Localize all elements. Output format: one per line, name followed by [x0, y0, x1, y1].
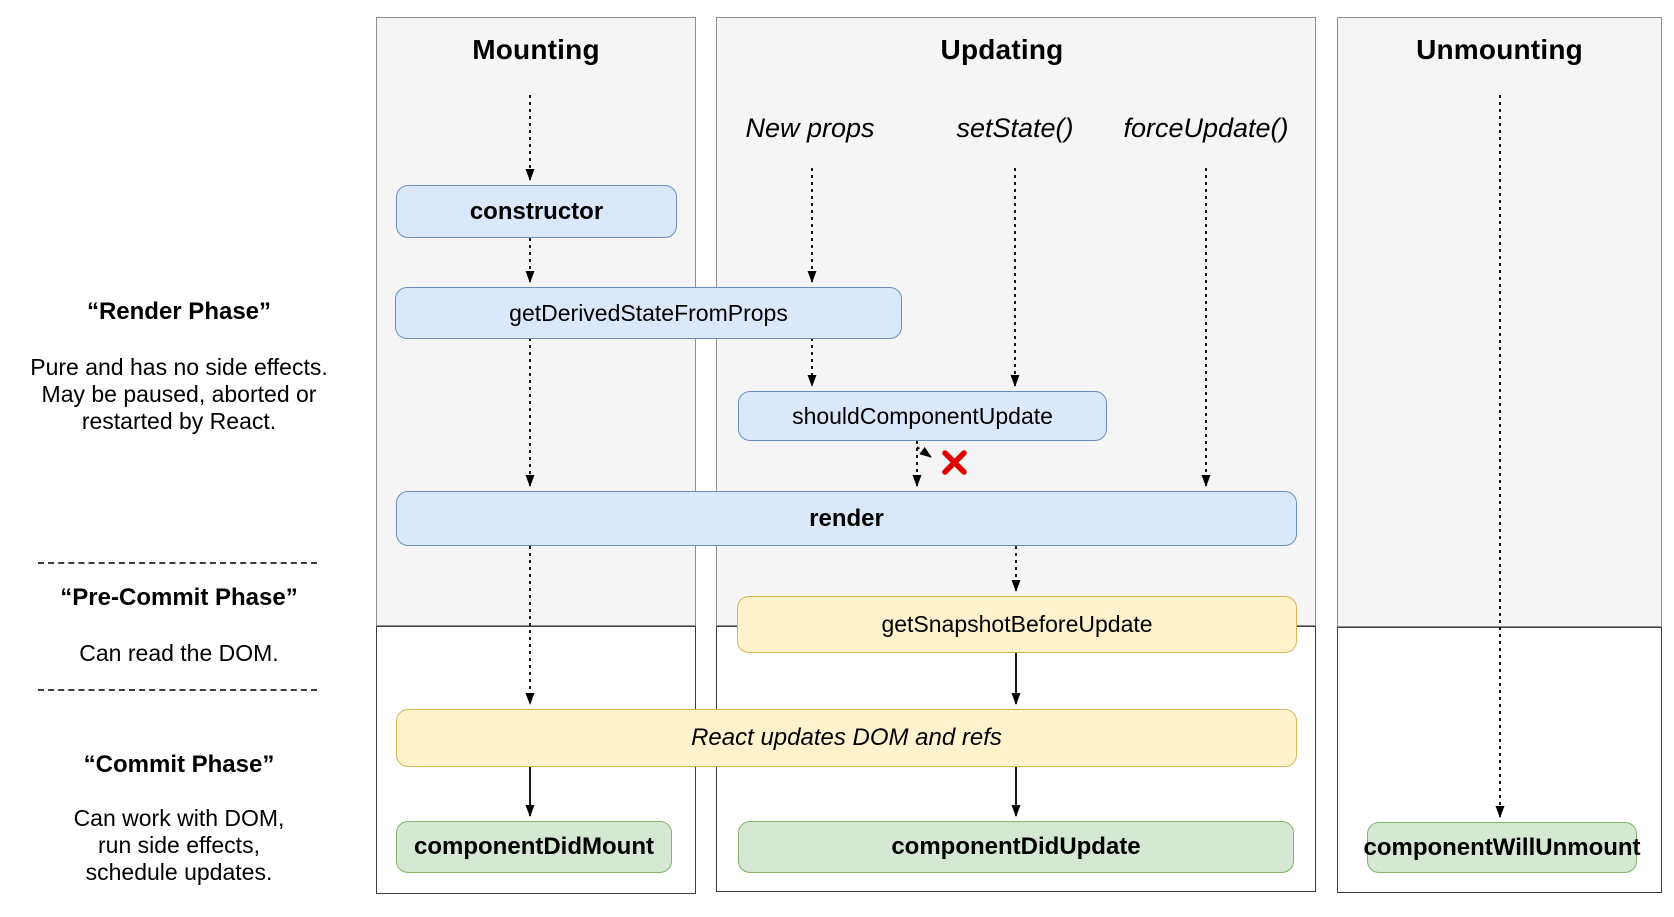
node-cdm-label: componentDidMount [414, 833, 654, 860]
phase-desc-pre-commit: Can read the DOM. [19, 640, 339, 667]
phase-separator-top [38, 562, 317, 564]
node-component-will-unmount: componentWillUnmount [1363, 822, 1641, 873]
node-constructor: constructor [396, 185, 677, 238]
phase-desc-commit-line3: schedule updates. [85, 859, 273, 885]
node-react-updates-dom: React updates DOM and refs [396, 709, 1297, 767]
phase-desc-commit: Can work with DOM, run side effects, sch… [19, 805, 339, 886]
node-cwu-label: componentWillUnmount [1363, 833, 1641, 861]
node-component-did-mount: componentDidMount [396, 821, 672, 873]
node-constructor-label: constructor [469, 197, 604, 225]
phase-desc-render-line1: Pure and has no side effects. [30, 354, 328, 380]
node-render-label: render [809, 504, 884, 532]
node-react-updates-label: React updates DOM and refs [691, 724, 1002, 751]
node-gdsfp-label: getDerivedStateFromProps [509, 299, 788, 326]
phase-title-pre-commit: “Pre-Commit Phase” [60, 584, 298, 611]
node-get-snapshot-before-update: getSnapshotBeforeUpdate [737, 596, 1297, 653]
phase-desc-render-line2: May be paused, aborted or [41, 381, 317, 407]
phase-desc-render-line3: restarted by React. [81, 408, 277, 434]
phase-desc-render: Pure and has no side effects. May be pau… [19, 354, 339, 435]
node-cdu-label: componentDidUpdate [891, 833, 1141, 860]
column-header-unmounting: Unmounting [1416, 34, 1583, 65]
phase-title-commit: “Commit Phase” [83, 751, 275, 778]
phase-title-render: “Render Phase” [86, 298, 272, 325]
trigger-set-state: setState() [956, 113, 1074, 143]
node-should-component-update: shouldComponentUpdate [738, 391, 1107, 441]
trigger-force-update: forceUpdate() [1123, 113, 1289, 143]
column-header-updating: Updating [940, 34, 1064, 65]
node-scu-label: shouldComponentUpdate [792, 402, 1053, 429]
phase-desc-pre-commit-line1: Can read the DOM. [79, 640, 279, 666]
node-gsbu-label: getSnapshotBeforeUpdate [881, 611, 1153, 637]
unmounting-lane-render-phase [1337, 17, 1662, 627]
trigger-new-props: New props [745, 113, 875, 143]
phase-desc-commit-line1: Can work with DOM, [73, 805, 285, 831]
node-render: render [396, 491, 1297, 546]
phase-desc-commit-line2: run side effects, [98, 832, 260, 858]
node-get-derived-state-from-props: getDerivedStateFromProps [395, 287, 902, 339]
phase-separator-bottom [38, 689, 317, 691]
node-component-did-update: componentDidUpdate [738, 821, 1294, 873]
column-header-mounting: Mounting [472, 34, 600, 65]
